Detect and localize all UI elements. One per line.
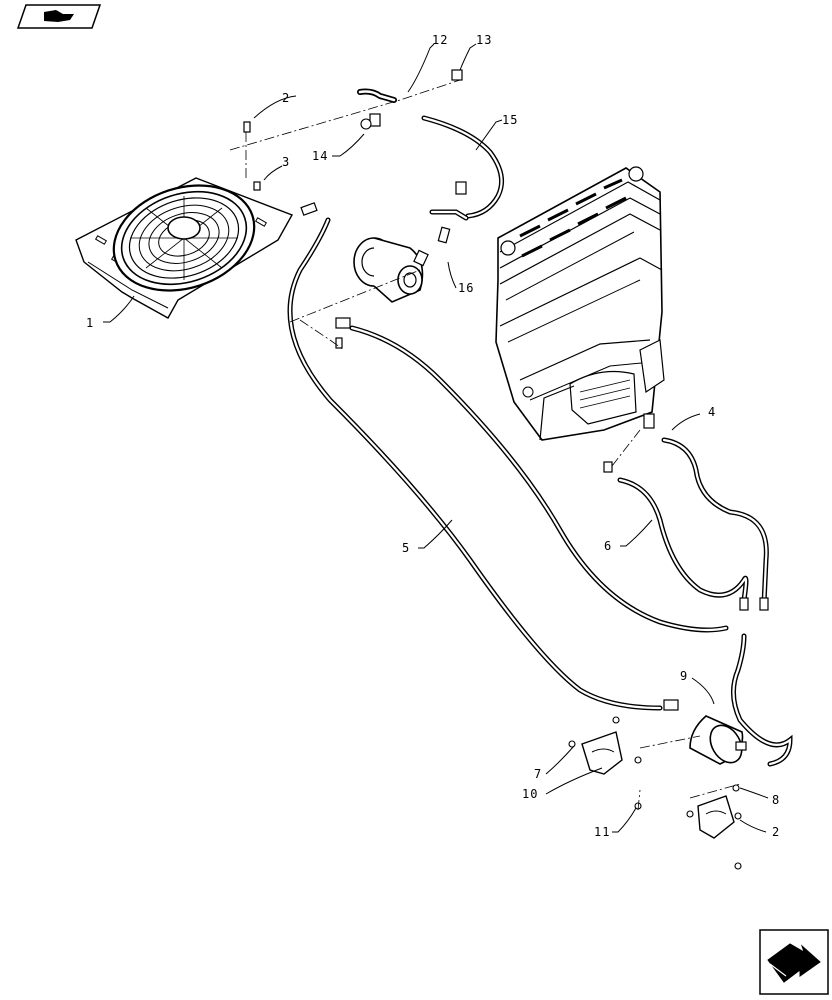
mounting-clamp-upper [581,731,623,775]
receiver-drier [689,715,747,765]
alignment-lines [229,79,741,811]
callout-label: 10 [522,787,538,801]
compressor [353,237,429,303]
callout-label: 9 [680,669,688,683]
callout-label: 3 [282,155,290,169]
callout-label: 1 [86,316,94,330]
mounting-clamp-lower [697,795,735,839]
callout-label: 2 [772,825,780,839]
callout-label: 2 [282,91,290,105]
callout-label: 14 [312,149,328,163]
book-page-icon[interactable] [16,4,102,29]
hoses [287,88,793,767]
callout-label: 4 [708,405,716,419]
callout-label: 12 [432,33,448,47]
hvac-housing [495,166,665,441]
callout-label: 6 [604,539,612,553]
condenser-fan-assembly [75,177,294,319]
callout-label: 8 [772,793,780,807]
hardware [360,118,742,870]
callouts [103,43,769,833]
callout-label: 11 [594,825,610,839]
callout-label: 5 [402,541,410,555]
callout-label: 15 [502,113,518,127]
fittings [243,69,769,711]
callout-label: 7 [534,767,542,781]
callout-label: 16 [458,281,474,295]
callout-label: 13 [476,33,492,47]
callout-labels: 1 2 3 12 13 14 15 16 4 5 6 9 7 10 11 8 2 [86,33,780,839]
next-page-arrow-icon[interactable] [759,929,829,995]
